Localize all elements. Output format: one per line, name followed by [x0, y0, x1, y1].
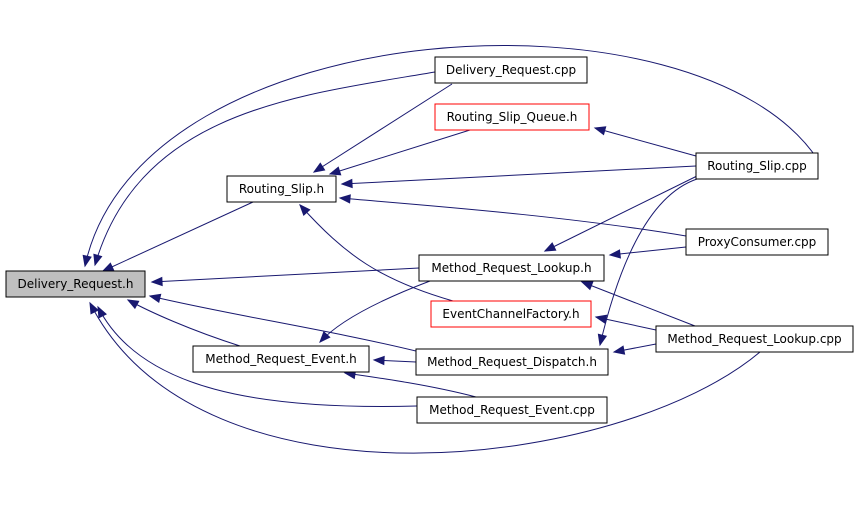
- node-method-request-lookup-cpp[interactable]: Method_Request_Lookup.cpp: [655, 325, 854, 353]
- edge-method_request_lookup_h-to-method_request_event_h: [319, 280, 431, 343]
- node-label: Method_Request_Dispatch.h: [427, 355, 597, 369]
- edge-layer: [82, 45, 819, 454]
- edge-method_request_event_h-to-delivery_request_h: [126, 299, 241, 347]
- edge-method_request_lookup_h-to-delivery_request_h: [150, 267, 420, 287]
- node-label: EventChannelFactory.h: [442, 307, 579, 321]
- node-label: Method_Request_Lookup.cpp: [667, 332, 841, 346]
- edge-routing_slip_h-to-delivery_request_h: [101, 201, 254, 272]
- edge-method_request_lookup_cpp-to-method_request_lookup_h: [580, 281, 696, 327]
- node-routing-slip-cpp[interactable]: Routing_Slip.cpp: [695, 152, 819, 180]
- node-label: Method_Request_Event.cpp: [429, 403, 595, 417]
- edge-proxyconsumer_cpp-to-method_request_lookup_h: [608, 246, 687, 259]
- edge-routing_slip_cpp-to-method_request_lookup_h: [543, 175, 698, 252]
- edge-routing_slip_cpp-to-routing_slip_h: [340, 165, 697, 189]
- edge-routing_slip_queue_h-to-routing_slip_h: [328, 129, 471, 176]
- edge-method_request_dispatch_h-to-method_request_event_h: [372, 355, 417, 366]
- node-method-request-event-cpp[interactable]: Method_Request_Event.cpp: [416, 396, 608, 424]
- edge-method_request_lookup_cpp-to-eventchannelfactory_h: [594, 314, 657, 331]
- edge-eventchannelfactory_h-to-routing_slip_h: [299, 203, 454, 302]
- node-label: Routing_Slip.cpp: [707, 159, 807, 173]
- node-label: Delivery_Request.cpp: [446, 63, 576, 77]
- edge-delivery_request_cpp-to-delivery_request_h: [93, 71, 436, 267]
- edge-method_request_dispatch_h-to-delivery_request_h: [148, 293, 421, 353]
- node-label: Routing_Slip_Queue.h: [447, 110, 578, 124]
- edge-delivery_request_cpp-to-routing_slip_h: [312, 83, 453, 173]
- node-layer: Delivery_Request.h Delivery_Request.cppRo…: [5, 56, 854, 424]
- node-eventchannelfactory-h[interactable]: EventChannelFactory.h: [430, 300, 592, 328]
- node-proxyconsumer-cpp[interactable]: ProxyConsumer.cpp: [685, 228, 829, 256]
- node-routing-slip-h[interactable]: Routing_Slip.h: [226, 175, 337, 203]
- node-label: Routing_Slip.h: [239, 182, 324, 196]
- node-method-request-lookup-h[interactable]: Method_Request_Lookup.h: [418, 254, 605, 282]
- node-method-request-dispatch-h[interactable]: Method_Request_Dispatch.h: [415, 348, 609, 376]
- node-method-request-event-h[interactable]: Method_Request_Event.h: [192, 345, 370, 373]
- node-label: Method_Request_Lookup.h: [431, 261, 591, 275]
- edge-proxyconsumer_cpp-to-routing_slip_h: [338, 194, 687, 237]
- edge-routing_slip_cpp-to-method_request_dispatch_h: [597, 178, 698, 347]
- edge-routing_slip_cpp-to-routing_slip_queue_h: [593, 126, 697, 157]
- edge-routing_slip_cpp-to-delivery_request_h: [82, 45, 819, 268]
- node-label: Method_Request_Event.h: [205, 352, 357, 366]
- edge-method_request_lookup_cpp-to-method_request_dispatch_h: [612, 343, 657, 355]
- node-delivery-request-cpp[interactable]: Delivery_Request.cpp: [434, 56, 588, 84]
- node-label: ProxyConsumer.cpp: [698, 235, 817, 249]
- edge-method_request_lookup_cpp-to-delivery_request_h: [89, 301, 761, 454]
- edge-method_request_event_cpp-to-delivery_request_h: [97, 305, 418, 407]
- node-routing-slip-queue-h[interactable]: Routing_Slip_Queue.h: [434, 103, 590, 131]
- node-label: Delivery_Request.h: [18, 277, 134, 291]
- node-delivery-request-h[interactable]: Delivery_Request.h: [5, 270, 146, 298]
